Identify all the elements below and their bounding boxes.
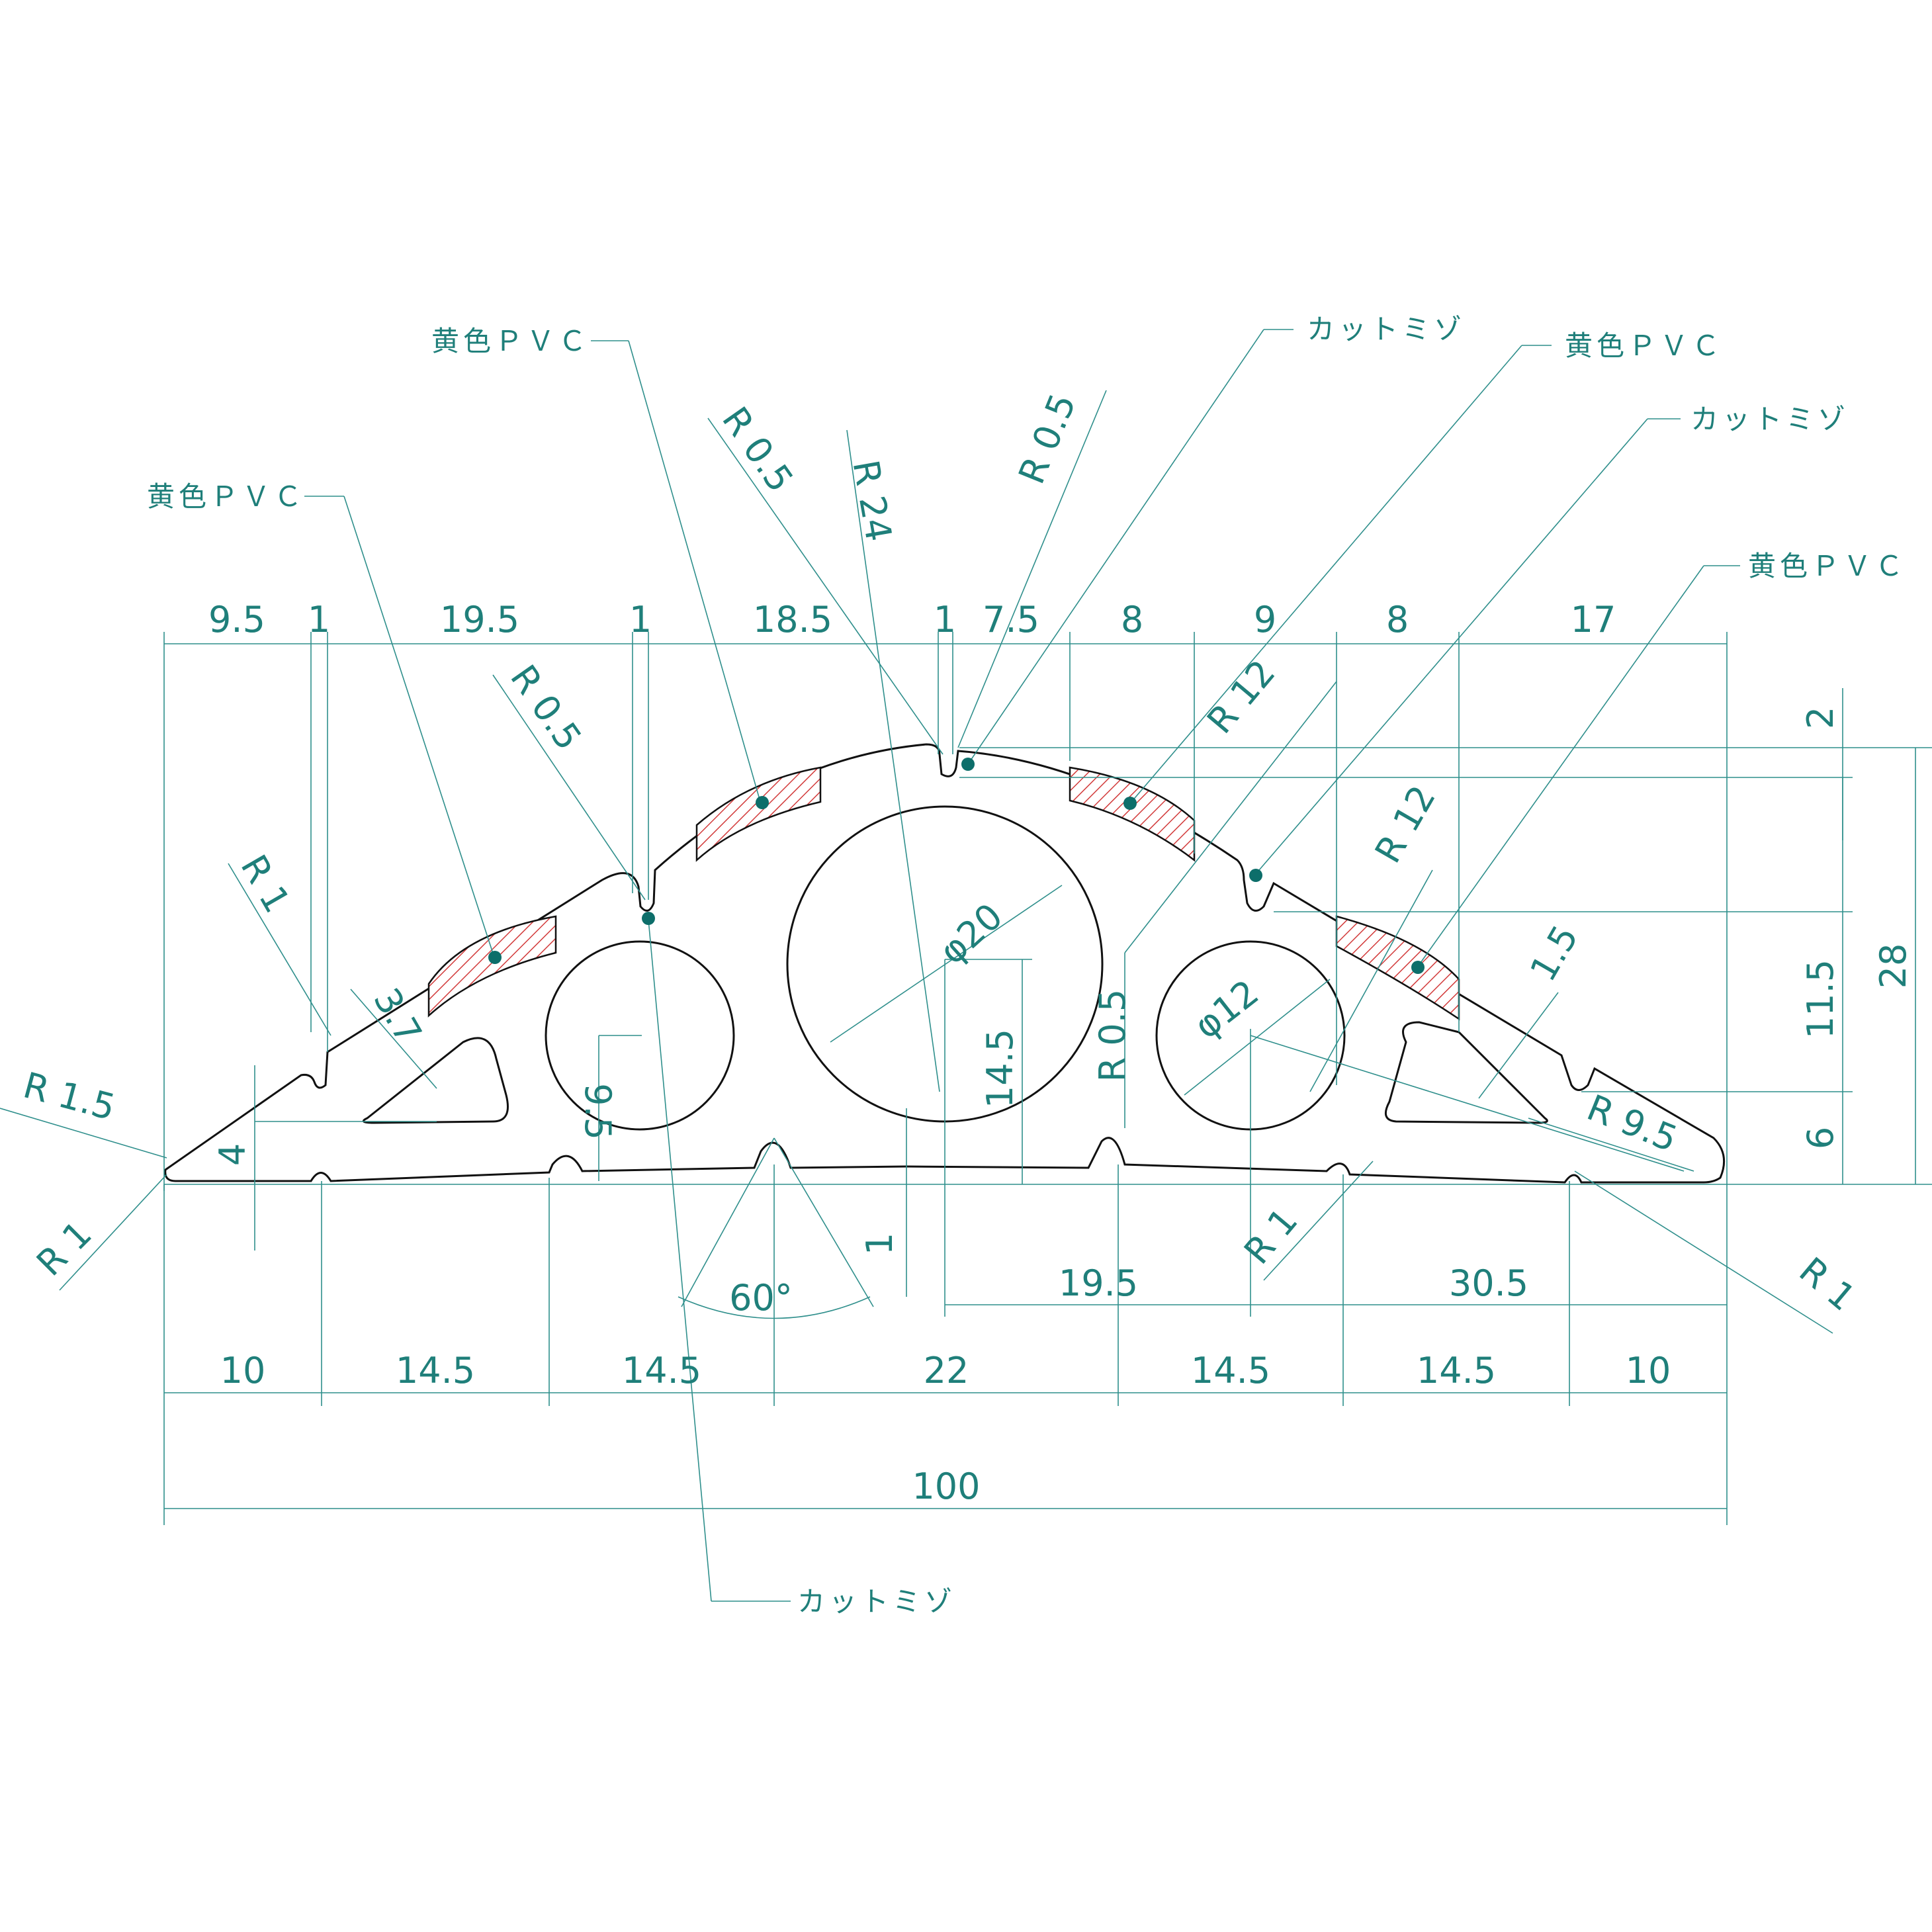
dim-bottom-3: 22 bbox=[924, 1350, 969, 1391]
dim-top-2: 19.5 bbox=[440, 599, 519, 640]
radius-12-a: R 12 bbox=[1199, 652, 1284, 742]
dim-bottom-2: 14.5 bbox=[622, 1350, 701, 1391]
dim-1: 1 bbox=[859, 1233, 900, 1255]
dimension-lines bbox=[0, 329, 1932, 1602]
dim-14-5: 14.5 bbox=[979, 1029, 1021, 1108]
dim-top-0: 9.5 bbox=[208, 599, 265, 640]
radius-1-b: R 1 bbox=[232, 848, 298, 920]
note-yellow-pvc-3: 黄色ＰＶＣ bbox=[1565, 329, 1724, 362]
yellow-pvc-strip-2 bbox=[695, 766, 822, 862]
note-cut-groove-3: カットミゾ bbox=[797, 1585, 956, 1618]
dim-mid-a: 19.5 bbox=[1059, 1262, 1138, 1304]
yellow-pvc-strip-3 bbox=[1069, 766, 1196, 862]
dim-9-5: 9.5 bbox=[577, 1083, 619, 1140]
dim-right-total: 28 bbox=[1872, 944, 1914, 989]
dim-angle: 60° bbox=[729, 1277, 793, 1319]
note-yellow-pvc-4: 黄色ＰＶＣ bbox=[1748, 550, 1907, 582]
radius-0-5-b: R 0.5 bbox=[714, 400, 801, 500]
dim-mid-b: 30.5 bbox=[1449, 1262, 1528, 1304]
dim-top-9: 8 bbox=[1386, 599, 1409, 640]
radius-9-5: R 9.5 bbox=[1581, 1086, 1683, 1160]
dim-top-5: 1 bbox=[934, 599, 956, 640]
radius-24: R 24 bbox=[844, 457, 899, 545]
radius-12-b: R 12 bbox=[1367, 779, 1444, 870]
note-yellow-pvc-2: 黄色ＰＶＣ bbox=[431, 325, 590, 357]
dim-bottom-6: 10 bbox=[1626, 1350, 1671, 1391]
note-yellow-pvc-1: 黄色ＰＶＣ bbox=[147, 480, 306, 513]
top-dimension-labels: 9.5 1 19.5 1 18.5 1 7.5 8 9 8 17 bbox=[208, 599, 1616, 640]
dim-top-8: 9 bbox=[1254, 599, 1276, 640]
dim-top-7: 8 bbox=[1121, 599, 1143, 640]
note-cut-groove-2: カットミゾ bbox=[1690, 403, 1849, 435]
bottom-dimension-labels: 10 14.5 14.5 22 14.5 14.5 10 100 19.5 30… bbox=[220, 1262, 1671, 1507]
callout-notes: 黄色ＰＶＣ 黄色ＰＶＣ カットミゾ 黄色ＰＶＣ カットミゾ 黄色ＰＶＣ カットミ… bbox=[147, 313, 1907, 1618]
dim-top-3: 1 bbox=[629, 599, 652, 640]
radius-1-d: R 1 bbox=[1792, 1249, 1864, 1319]
yellow-pvc-strip-1 bbox=[427, 915, 557, 1018]
radius-1-c: R 1 bbox=[1236, 1200, 1305, 1272]
dim-bottom-1: 14.5 bbox=[396, 1350, 475, 1391]
dim-bottom-5: 14.5 bbox=[1417, 1350, 1496, 1391]
right-dimension-labels: 2 11.5 6 28 bbox=[1800, 707, 1914, 1149]
radius-0-5-c: R 0.5 bbox=[1010, 388, 1084, 490]
radius-0-5-d: R 0.5 bbox=[1092, 989, 1133, 1082]
dim-top-4: 18.5 bbox=[753, 599, 832, 640]
dim-top-6: 7.5 bbox=[983, 599, 1039, 640]
leader-dots bbox=[488, 758, 1425, 974]
dim-right-bottom: 6 bbox=[1800, 1127, 1841, 1149]
dim-4: 4 bbox=[212, 1143, 253, 1166]
dim-bottom-0: 10 bbox=[220, 1350, 266, 1391]
dim-1-5: 1.5 bbox=[1522, 918, 1587, 988]
dim-3-7: 3.7 bbox=[365, 981, 430, 1051]
yellow-pvc-strip-4 bbox=[1335, 915, 1460, 1021]
dim-overall: 100 bbox=[912, 1466, 980, 1507]
dim-top-1: 1 bbox=[308, 599, 330, 640]
radius-1-a: R 1 bbox=[28, 1213, 100, 1284]
dim-right-middle: 11.5 bbox=[1800, 959, 1841, 1039]
note-cut-groove-1: カットミゾ bbox=[1307, 313, 1466, 345]
dim-top-10: 17 bbox=[1571, 599, 1616, 640]
dim-right-top: 2 bbox=[1800, 707, 1841, 729]
dim-bottom-4: 14.5 bbox=[1191, 1350, 1270, 1391]
